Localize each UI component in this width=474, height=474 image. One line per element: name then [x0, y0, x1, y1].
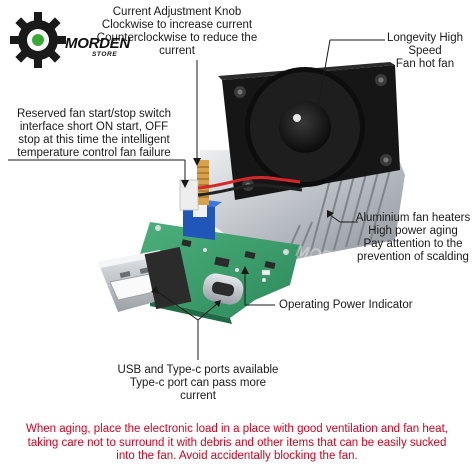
switch-annotation: Reserved fan start/stop switch interface…	[16, 108, 172, 159]
warning-text: When aging, place the electronic load in…	[26, 423, 448, 462]
brand-name: MORDEN	[65, 35, 130, 52]
heater-annotation: Aluminium fan heaters High power aging P…	[355, 212, 471, 263]
type-c-port	[202, 273, 244, 305]
brand-logo: MORDEN STORE	[8, 10, 130, 72]
knob-annotation: Current Adjustment Knob Clockwise to inc…	[96, 6, 258, 57]
fan-annotation: Longevity High Speed Fan hot fan	[386, 32, 464, 70]
leader-lines	[8, 39, 385, 360]
ports-annotation: USB and Type-c ports available Type-c po…	[117, 364, 279, 402]
usb-a-plug	[98, 246, 192, 312]
cooling-fan	[218, 62, 400, 200]
leader-arrows	[151, 104, 334, 307]
brand-store-label: STORE	[92, 51, 118, 58]
fan-connector	[179, 175, 303, 211]
indicator-annotation: Operating Power Indicator	[279, 299, 413, 311]
gear-icon	[10, 12, 66, 68]
